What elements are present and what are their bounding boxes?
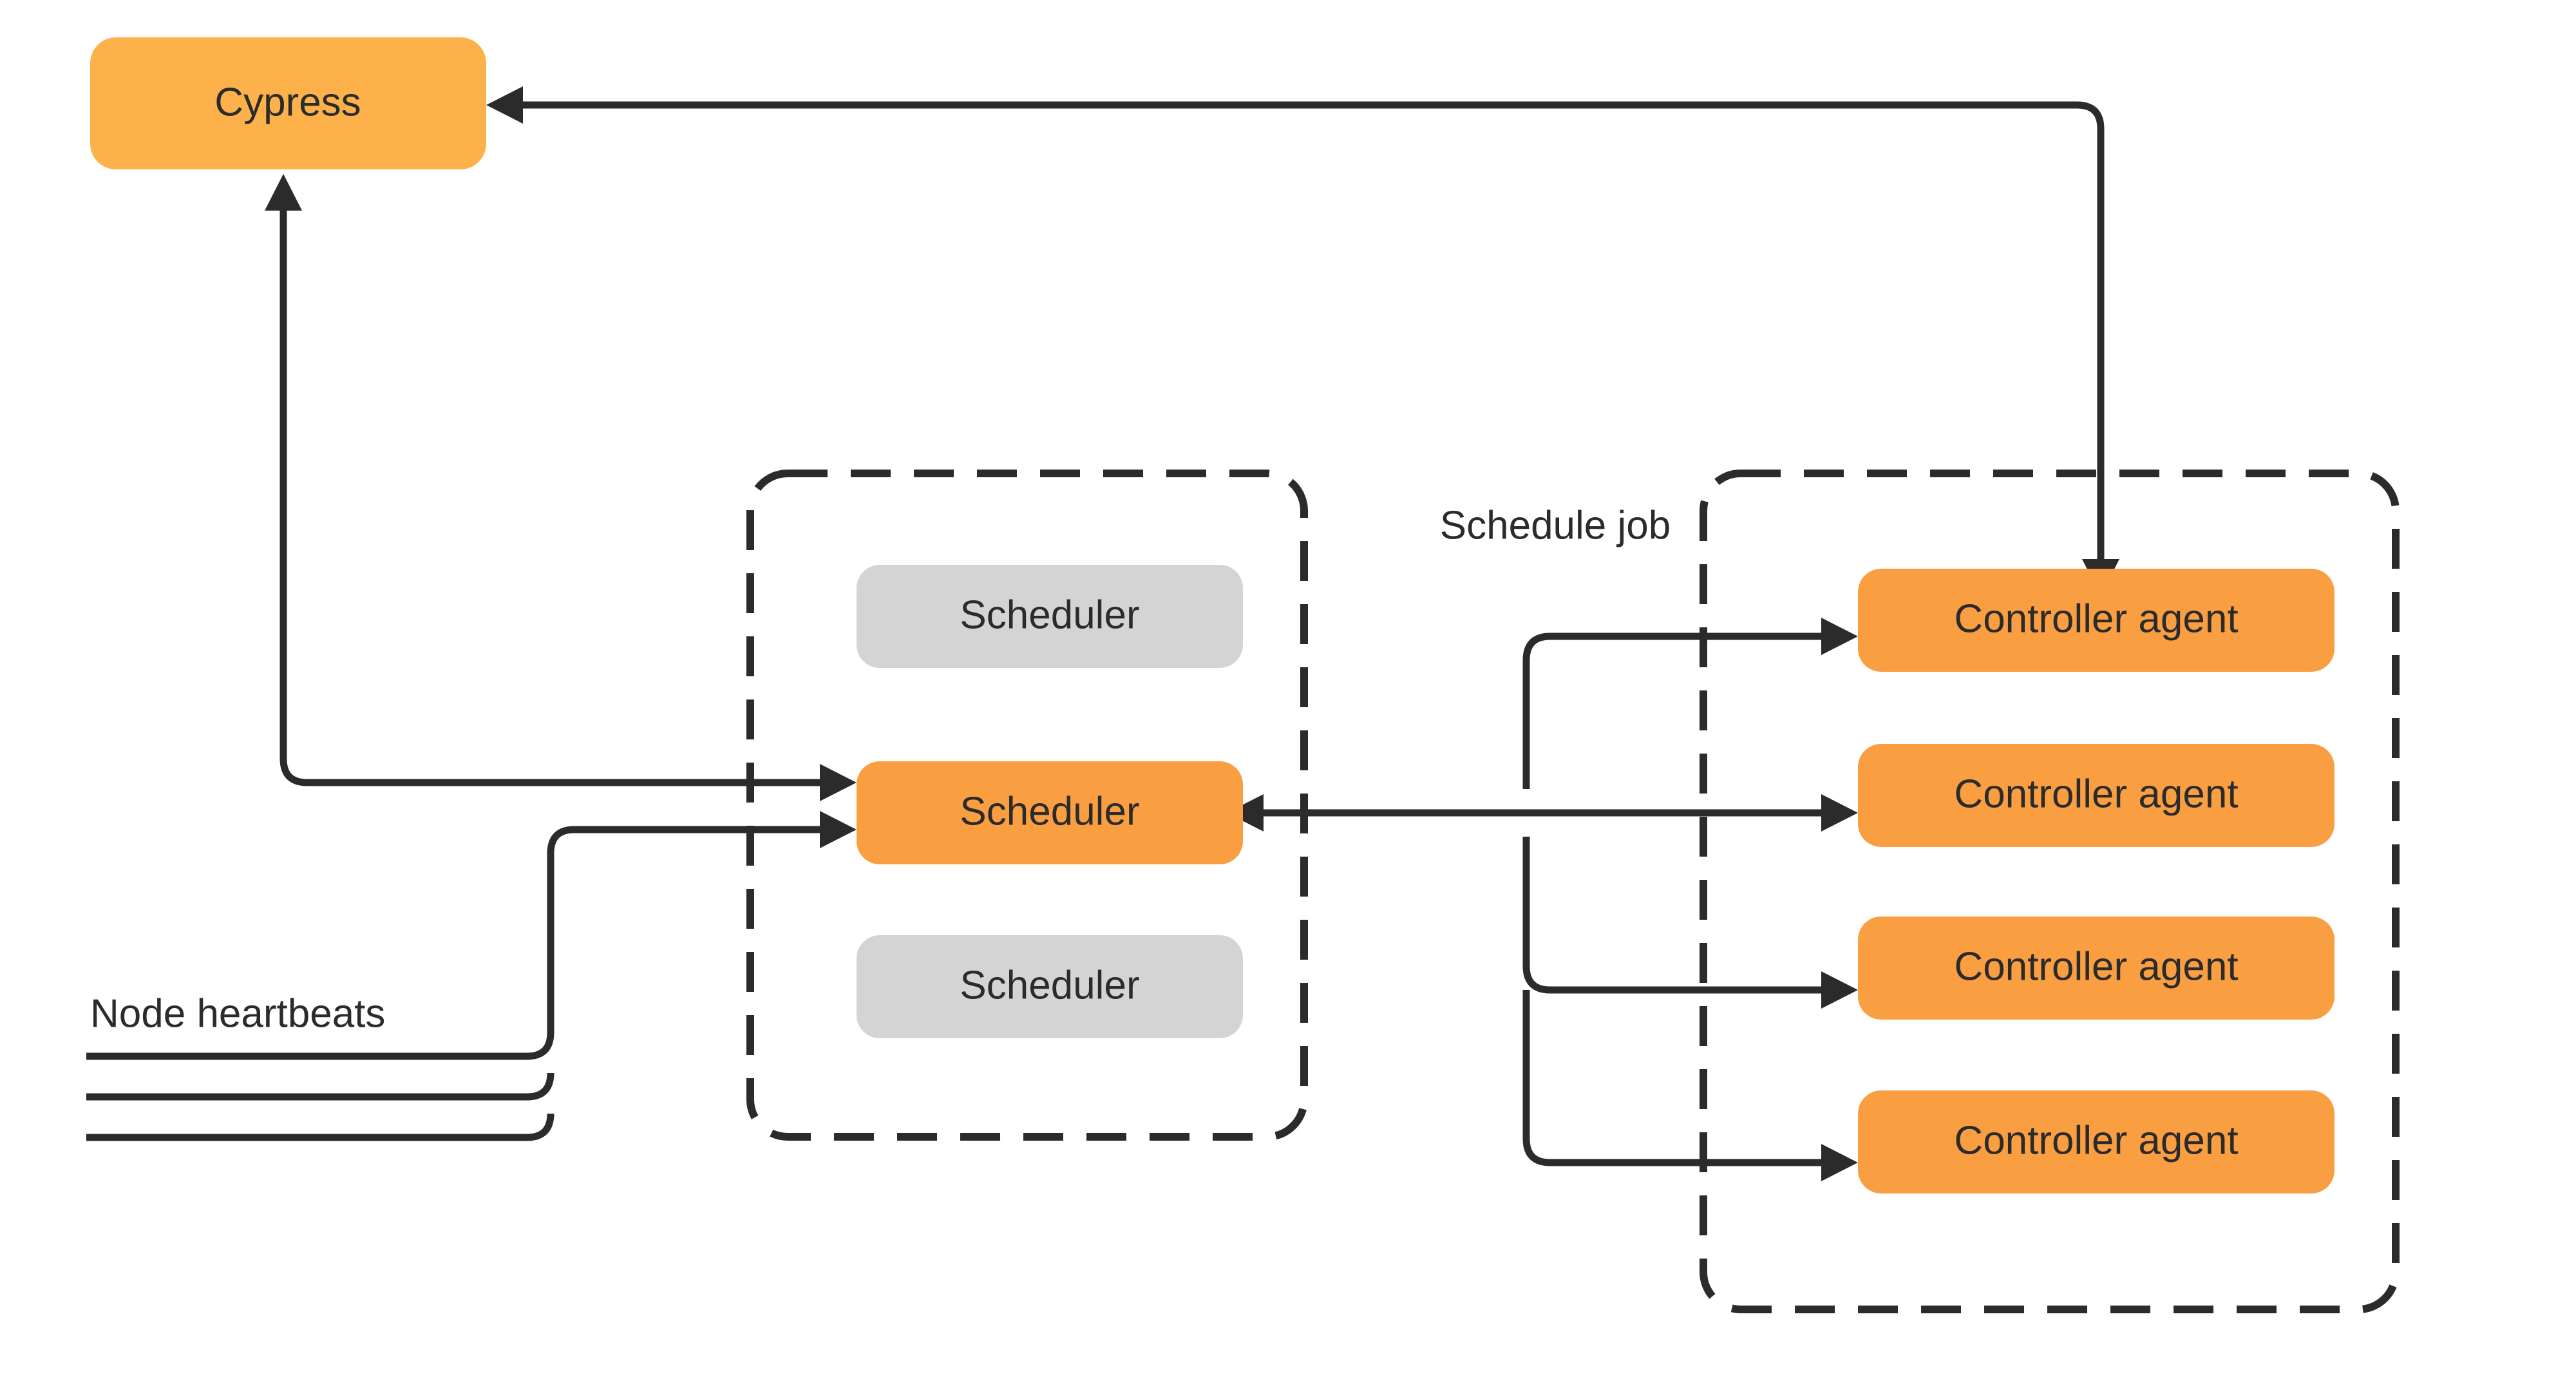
edge-node-heartbeats-line-2 [86,1072,554,1101]
node-scheduler-2[interactable]: Scheduler [857,761,1243,864]
edge-schedule-job-arrowhead-4 [1821,1144,1858,1181]
scheduler-1-label: Scheduler [960,593,1139,637]
edge-into-scheduler-arrowhead-lower [820,811,857,848]
edge-schedule-job-arrowhead-1 [1821,618,1858,655]
edge-schedule-job-arrowhead-2 [1821,794,1858,832]
scheduler-2-box[interactable] [857,761,1243,864]
controller-agent-3-label: Controller agent [1954,944,2238,989]
cypress-label: Cypress [214,80,361,124]
controller-agent-3-box[interactable] [1858,917,2334,1020]
edge-schedule-job-branch-1 [1522,632,1829,789]
edge-schedule-job [1227,618,1858,1181]
edge-schedule-job-arrowhead-scheduler [1227,794,1264,832]
node-scheduler-3[interactable]: Scheduler [857,935,1243,1038]
controller-agent-4-box[interactable] [1858,1090,2334,1193]
edge-node-heartbeats-line-3 [86,1113,554,1141]
node-scheduler-1[interactable]: Scheduler [857,565,1243,668]
edge-node-heartbeats-line-1 [86,826,840,1060]
edge-schedule-job-branch-4 [1522,990,1829,1166]
scheduler-2-label: Scheduler [960,789,1139,833]
scheduler-group-boundary [746,470,1308,1141]
node-controller-agent-3[interactable]: Controller agent [1858,917,2334,1020]
edge-agents-to-cypress-arrowhead [486,86,523,124]
node-heartbeats-label: Node heartbeats [90,991,385,1036]
edge-node-heartbeats [86,811,857,1141]
edge-scheduler-to-cypress-path [279,203,840,786]
edge-scheduler-to-cypress [265,174,857,801]
controller-agent-1-box[interactable] [1858,569,2334,672]
cypress-box[interactable] [90,37,486,169]
edge-schedule-job-branch-3 [1522,837,1829,994]
edge-agents-to-cypress [486,86,2119,596]
node-controller-agent-1[interactable]: Controller agent [1858,569,2334,672]
scheduler-1-box[interactable] [857,565,1243,668]
controller-agent-4-label: Controller agent [1954,1118,2238,1163]
edge-agents-to-cypress-path [515,101,2105,567]
edge-scheduler-to-cypress-arrowhead [265,174,302,211]
controller-agent-1-label: Controller agent [1954,596,2238,641]
agent-group-boundary [1700,470,2400,1313]
scheduler-3-box[interactable] [857,935,1243,1038]
scheduler-3-label: Scheduler [960,963,1139,1007]
node-controller-agent-2[interactable]: Controller agent [1858,744,2334,847]
edge-schedule-job-arrowhead-3 [1821,971,1858,1009]
node-cypress[interactable]: Cypress [90,37,486,169]
node-controller-agent-4[interactable]: Controller agent [1858,1090,2334,1193]
schedule-job-label: Schedule job [1440,503,1671,547]
edge-into-scheduler-arrowhead-upper [820,764,857,801]
controller-agent-2-box[interactable] [1858,744,2334,847]
controller-agent-2-label: Controller agent [1954,772,2238,816]
